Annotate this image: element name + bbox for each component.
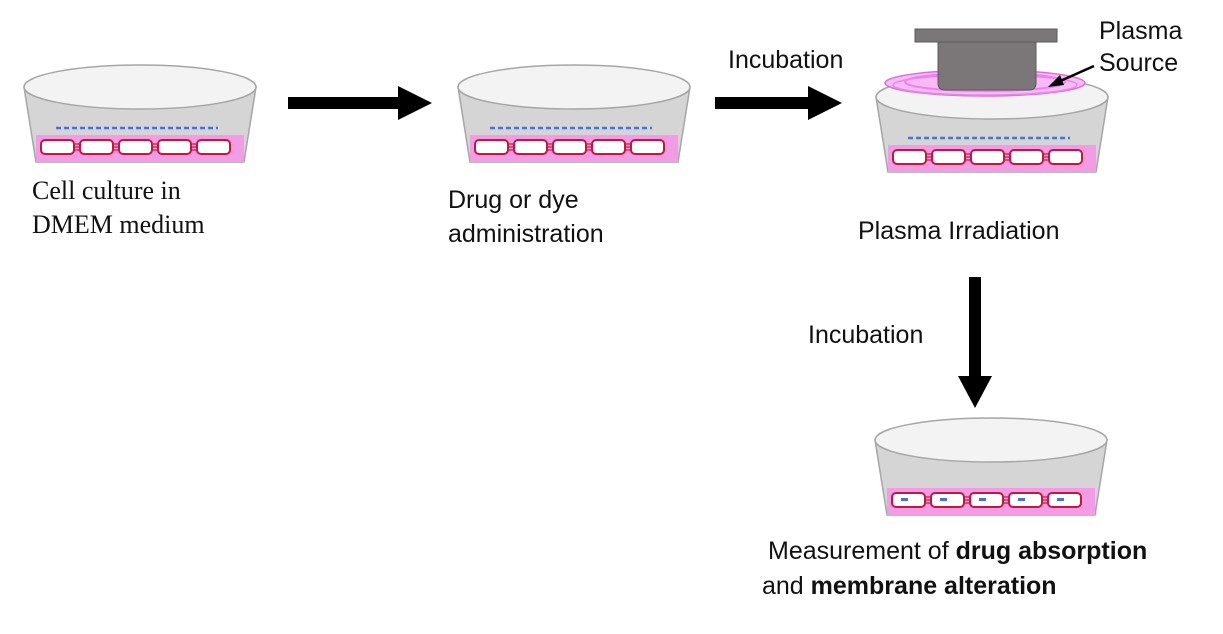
plasma-source-icon	[914, 28, 1058, 91]
and-text: and	[762, 572, 811, 600]
plasma-source-label-line2: Source	[1099, 49, 1179, 77]
arrow-icon	[958, 277, 992, 408]
culture-label-line1: Cell culture in	[32, 176, 181, 205]
measurement-text: Measurement of	[768, 537, 956, 565]
measurement-label-line1: Measurement of drug absorption	[768, 536, 1147, 566]
arrow-icon	[288, 86, 432, 120]
petri-dish-icon	[874, 417, 1108, 516]
petri-dish-icon	[23, 64, 257, 163]
petri-dish-icon	[457, 64, 691, 163]
drug-absorption-text: drug absorption	[955, 537, 1148, 565]
membrane-alteration-text: membrane alteration	[810, 572, 1057, 600]
pointer-arrow-icon	[1048, 64, 1095, 87]
measurement-label-line2: and membrane alteration	[762, 571, 1057, 601]
plasma-source-label-line1: Plasma	[1099, 17, 1183, 45]
plasma-irradiation-label: Plasma Irradiation	[858, 217, 1060, 245]
incubation-label-2: Incubation	[808, 321, 924, 349]
culture-label-line2: DMEM medium	[32, 210, 205, 239]
drug-label-line1: Drug or dye	[448, 186, 579, 214]
incubation-label-1: Incubation	[728, 46, 844, 74]
arrow-icon	[715, 86, 842, 120]
drug-label-line2: administration	[448, 220, 604, 248]
